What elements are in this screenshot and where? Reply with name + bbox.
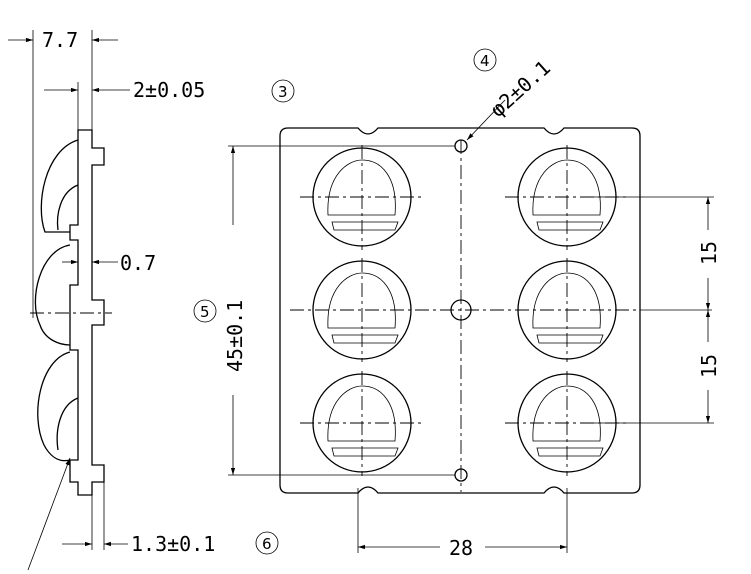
height-span-label: 45±0.1	[223, 300, 247, 372]
callout-4-circle	[473, 48, 497, 72]
hole-diameter-label: φ2±0.1	[485, 56, 555, 122]
side-view: 7.7 2±0.05 3 0.7 1.3±0.1 6	[8, 28, 295, 571]
overall-depth-label: 7.7	[42, 28, 78, 52]
column-spacing-label: 28	[449, 536, 473, 560]
lens-column-right	[505, 145, 629, 476]
center-hole	[450, 299, 472, 321]
callout-5-circle	[193, 299, 217, 323]
pitch-upper-label: 15	[697, 241, 721, 265]
callout-4-label: 4	[480, 52, 490, 70]
pitch-lower-label: 15	[697, 354, 721, 378]
front-view: φ2±0.1 4 45±0.1 5 15 15 28	[193, 48, 721, 560]
callout-5-label: 5	[200, 303, 210, 321]
lens-column-left	[300, 145, 424, 476]
callout-3-circle	[271, 79, 295, 103]
lens-offset-label: 1.3±0.1	[131, 532, 215, 556]
rib-thickness-label: 0.7	[120, 251, 156, 275]
callout-6-circle	[255, 531, 279, 555]
callout-3-label: 3	[278, 83, 288, 101]
callout-6-label: 6	[262, 535, 272, 553]
plate-thickness-label: 2±0.05	[133, 78, 205, 102]
